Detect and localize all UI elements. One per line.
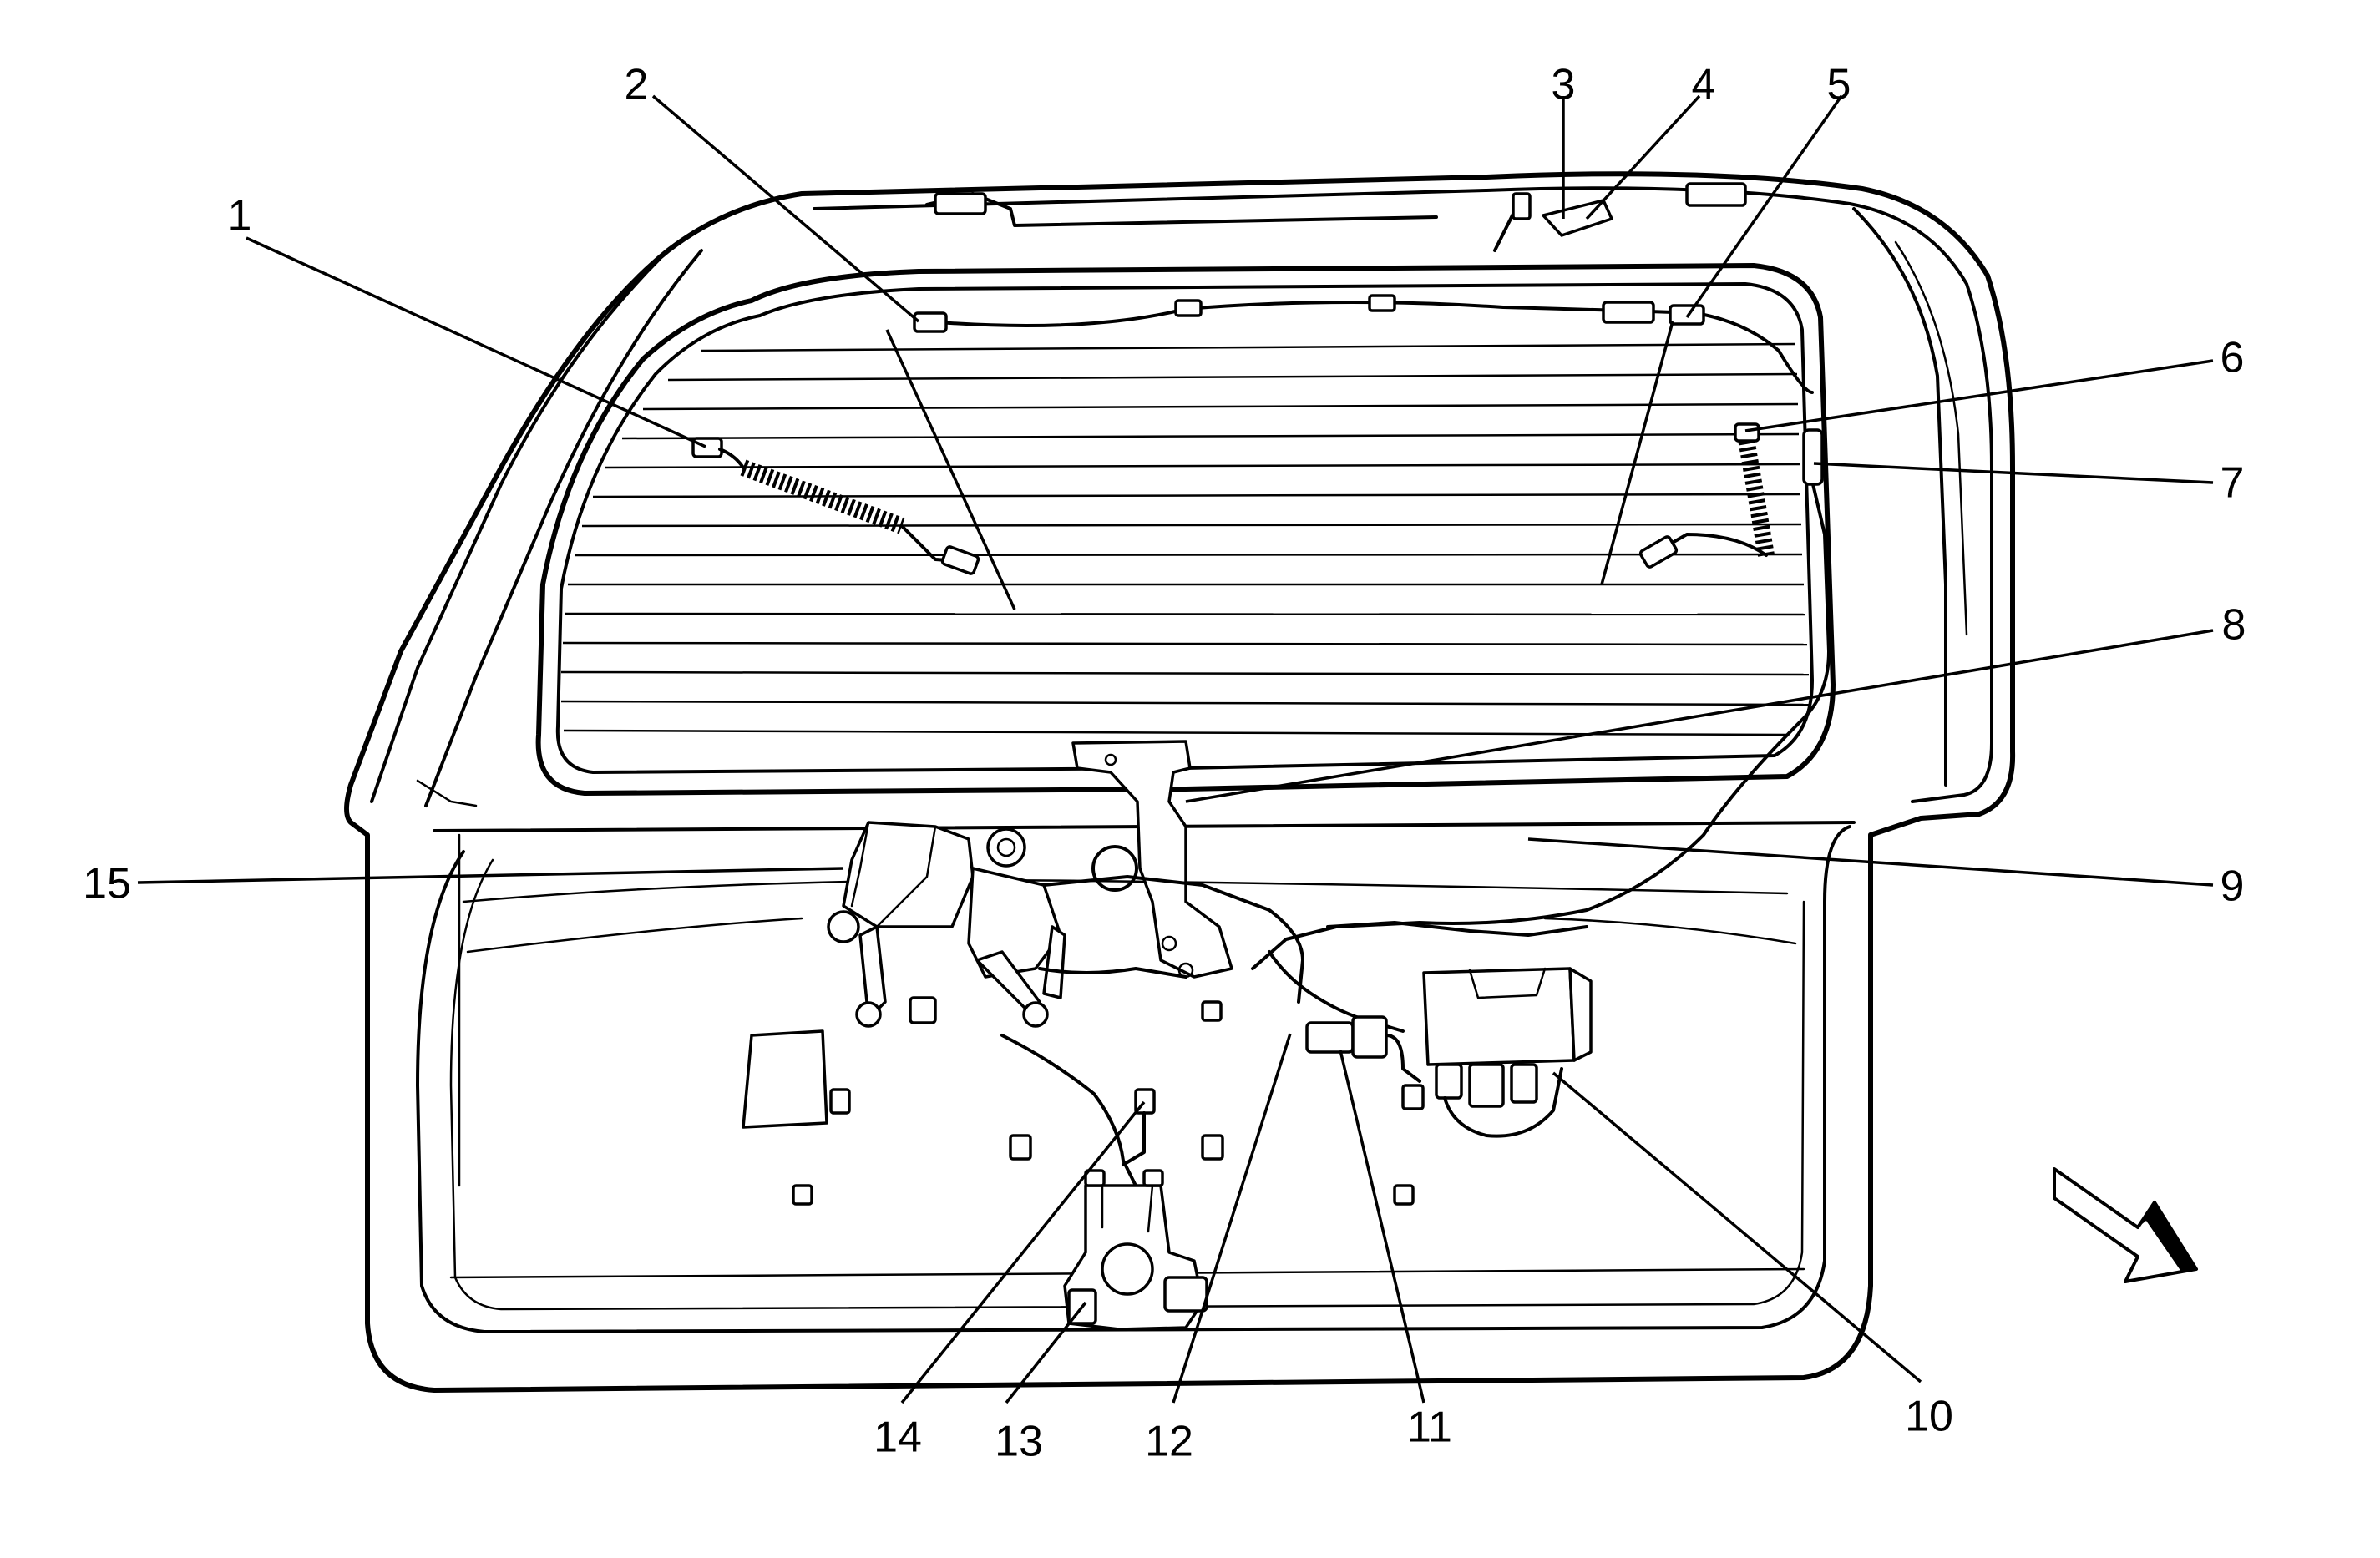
left-pillar [370,257,661,803]
view-direction-arrow-icon [2053,1167,2198,1283]
leader-lines [137,94,2214,1404]
callout-9: 9 [2220,862,2245,911]
callout-14: 14 [874,1414,922,1462]
liftgate-inner-edge [813,186,1993,803]
window-top-harness [925,300,1814,394]
lower-hardware [742,740,1593,1331]
left-coiled-harness [691,437,980,575]
defroster-grid [560,342,1810,736]
callout-6: 6 [2220,334,2245,382]
right-coiled-harness [1251,422,1831,970]
rear-window-glass [535,263,1836,796]
callout-8: 8 [2222,601,2246,650]
release-actuator [842,821,975,928]
callout-labels: 1 2 3 4 5 6 7 8 9 10 11 12 13 14 15 [83,61,2246,1466]
callout-5: 5 [1827,61,1851,109]
callout-7: 7 [2220,459,2245,508]
callout-10: 10 [1905,1393,1953,1441]
callout-11: 11 [1407,1404,1452,1452]
window-frame-inner [555,282,1814,774]
callout-2: 2 [625,61,649,109]
harness-connector [1305,1021,1355,1054]
callout-3: 3 [1552,61,1576,109]
liftgate-control-module [1422,967,1576,1066]
callout-13: 13 [995,1418,1043,1466]
callout-12: 12 [1145,1418,1193,1466]
callout-1: 1 [228,192,252,240]
hinge-bracket [1071,740,1233,979]
liftgate-outer-panel [344,171,2016,1393]
callout-4: 4 [1692,61,1716,109]
liftgate-body [344,171,2016,1393]
window-frame-outer [535,263,1836,796]
callout-15: 15 [83,860,131,908]
right-pillar [1852,207,1947,787]
